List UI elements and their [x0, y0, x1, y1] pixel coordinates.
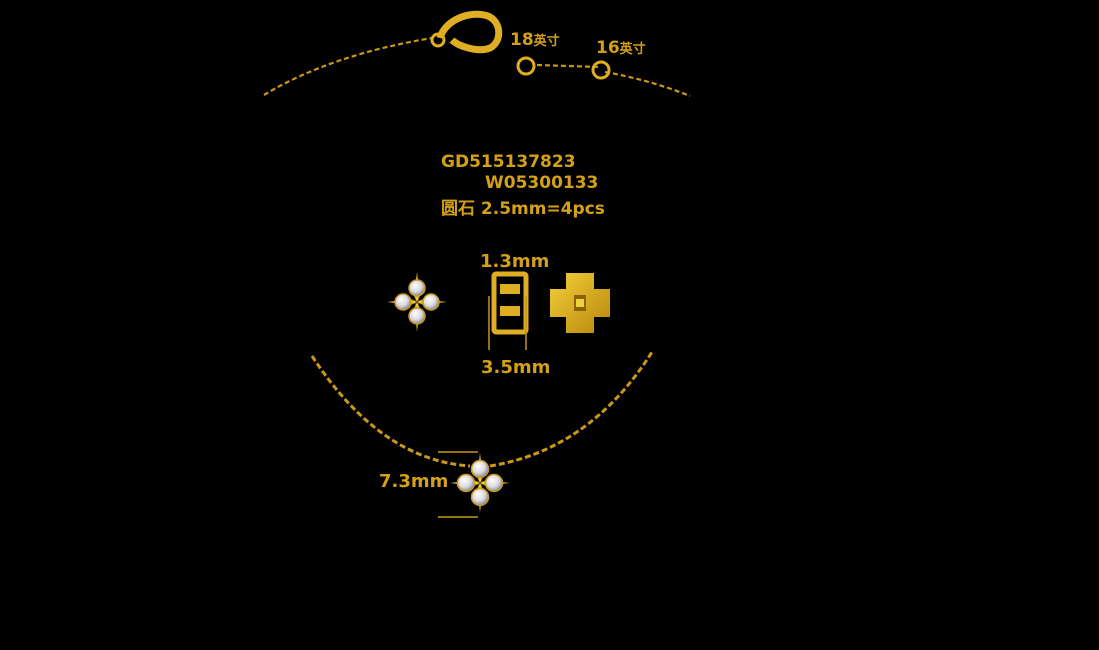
length-label-short: 16英寸 — [596, 38, 646, 58]
length-long-unit: 英寸 — [533, 34, 560, 49]
length-long-number: 18 — [510, 30, 534, 50]
length-short-unit: 英寸 — [619, 42, 646, 57]
pendant-chain — [310, 351, 654, 468]
earring-front — [387, 272, 447, 332]
length-label-long: 18英寸 — [510, 30, 560, 50]
dimension-depth: 1.3mm — [480, 251, 550, 272]
earring-back — [550, 273, 610, 333]
product-code-secondary: W05300133 — [485, 173, 599, 193]
earring-side — [488, 271, 529, 350]
dimension-width: 7.3mm — [379, 471, 449, 492]
product-code-primary: GD515137823 — [441, 152, 576, 172]
stone-spec: 圆石 2.5mm=4pcs — [441, 199, 605, 219]
top-chain — [263, 10, 691, 98]
pendant-dimension-lines — [438, 451, 478, 518]
dimension-height: 3.5mm — [481, 357, 551, 378]
pendant — [450, 453, 510, 513]
length-short-number: 16 — [596, 38, 620, 58]
